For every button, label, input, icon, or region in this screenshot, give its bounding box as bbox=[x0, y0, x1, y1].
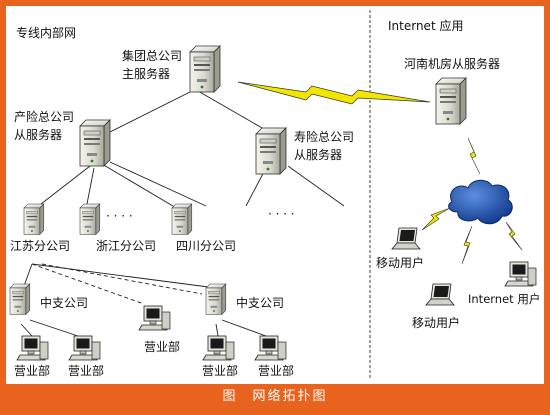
figure-caption: 图 网络拓扑图 bbox=[222, 389, 328, 404]
office-1-label: 营业部 bbox=[14, 364, 51, 378]
group-main-label-line1: 集团总公司 bbox=[122, 49, 183, 63]
office-3-label: 营业部 bbox=[144, 340, 181, 354]
office-2-pc-icon bbox=[68, 335, 101, 361]
group-main-label-line2: 主服务器 bbox=[122, 67, 171, 81]
sub-branch-a-label: 中支公司 bbox=[40, 296, 89, 310]
internet-cloud-icon bbox=[448, 179, 513, 225]
mobile-user-2-laptop-icon bbox=[425, 283, 455, 306]
sub-branch-b-server-icon bbox=[205, 283, 227, 315]
sub-branch-a-server-icon bbox=[9, 283, 31, 315]
jiangsu-label: 江苏分公司 bbox=[10, 239, 71, 253]
sichuan-label: 四川分公司 bbox=[176, 239, 237, 253]
dashed-links bbox=[31, 263, 203, 305]
sichuan-server-icon bbox=[171, 203, 193, 235]
cloud-mobile2-lightning bbox=[461, 225, 473, 265]
internet-region-label: Internet 应用 bbox=[388, 19, 464, 33]
cloud-internet-user-lightning bbox=[505, 221, 523, 251]
mobile-user-1-label: 移动用户 bbox=[376, 256, 425, 270]
zhejiang-server-icon bbox=[79, 203, 101, 235]
mobile-user-1-laptop-icon bbox=[391, 227, 421, 250]
office-5-label: 营业部 bbox=[258, 364, 295, 378]
topology-svg: · · · · · · · · bbox=[9, 10, 537, 378]
life-label-line1: 寿险总公司 bbox=[294, 130, 355, 144]
office-2-label: 营业部 bbox=[68, 364, 105, 378]
wan-lightning-link bbox=[237, 81, 431, 105]
henan-cloud-lightning bbox=[467, 137, 481, 175]
property-server-icon bbox=[79, 119, 111, 167]
cloud-mobile1-lightning bbox=[421, 207, 451, 231]
jiangsu-server-icon bbox=[23, 203, 45, 235]
property-label-line2: 从服务器 bbox=[14, 128, 63, 142]
office-3-pc-icon bbox=[138, 305, 171, 331]
henan-label: 河南机房从服务器 bbox=[404, 57, 501, 71]
office-4-pc-icon bbox=[202, 335, 235, 361]
ellipsis-branches: · · · · bbox=[106, 209, 133, 223]
internet-user-pc-icon bbox=[504, 261, 537, 287]
zhejiang-label: 浙江分公司 bbox=[96, 239, 157, 253]
sub-branch-b-label: 中支公司 bbox=[236, 296, 285, 310]
private-network-label: 专线内部网 bbox=[16, 26, 77, 40]
office-1-pc-icon bbox=[16, 335, 49, 361]
group-main-server-icon bbox=[189, 45, 221, 93]
office-5-pc-icon bbox=[254, 335, 287, 361]
property-label-line1: 产险总公司 bbox=[14, 110, 75, 124]
diagram-canvas: · · · · · · · · bbox=[6, 6, 544, 384]
office-4-label: 营业部 bbox=[202, 364, 239, 378]
ellipsis-life: · · · · bbox=[268, 207, 295, 221]
life-server-icon bbox=[255, 127, 287, 175]
henan-server-icon bbox=[435, 77, 467, 125]
internet-user-label: Internet 用户 bbox=[468, 292, 541, 306]
mobile-user-2-label: 移动用户 bbox=[412, 316, 461, 330]
life-label-line2: 从服务器 bbox=[294, 148, 343, 162]
